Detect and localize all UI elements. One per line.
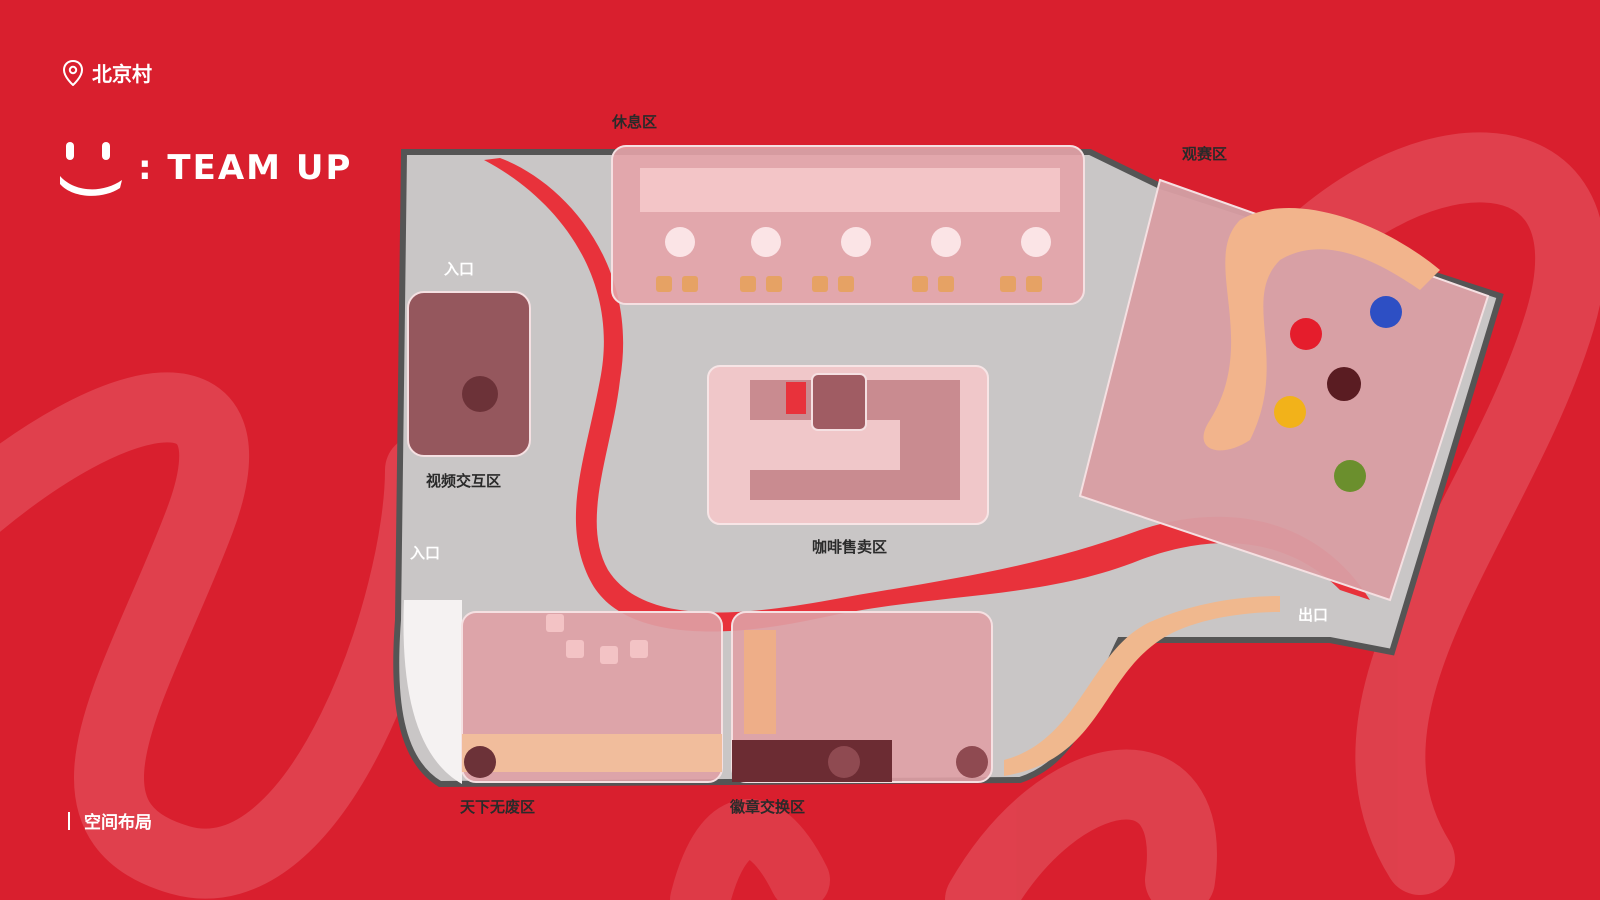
entrance-label-2: 入口 [410, 544, 440, 562]
swoosh-bottom [945, 749, 1217, 900]
rest-tables [665, 227, 1051, 257]
coffee-machine [811, 373, 867, 431]
footer-divider [68, 811, 70, 830]
no-waste-stools [546, 614, 648, 664]
no-waste-seat [464, 746, 496, 778]
swoosh-right [1225, 132, 1600, 895]
rest-zone-label: 休息区 [611, 113, 657, 131]
location-text: 北京村 [92, 62, 152, 86]
exit-bench-arc [1004, 596, 1280, 776]
video-zone [407, 291, 531, 457]
rest-sofa [640, 168, 1060, 212]
location-pin-icon [62, 59, 84, 86]
watch-zone-label: 观赛区 [1182, 145, 1227, 163]
exit-label: 出口 [1298, 606, 1328, 624]
badge-zone-label: 徽章交换区 [729, 798, 805, 816]
badge-shelf [744, 630, 776, 734]
location-header: 北京村 [62, 58, 152, 87]
rest-chairs [656, 276, 1042, 292]
no-waste-zone-label: 天下无废区 [460, 798, 535, 816]
footer-section-label: 空间布局 [68, 808, 152, 833]
smile-logo-icon [60, 142, 122, 196]
white-curve [403, 600, 462, 784]
coffee-red-block [786, 382, 806, 414]
watch-bench [1203, 208, 1440, 451]
watch-beanbags [1274, 296, 1402, 492]
footer-label-text: 空间布局 [84, 813, 152, 833]
logo-text: : TEAM UP [138, 148, 353, 188]
video-seat [462, 376, 498, 412]
badge-counter [732, 740, 892, 782]
swoosh-left [0, 372, 455, 899]
badge-seat-1 [828, 746, 860, 778]
brand-logo: : TEAM UP [58, 140, 352, 196]
video-zone-label: 视频交互区 [426, 472, 501, 490]
swoosh-bottom-mid [670, 799, 830, 900]
coffee-zone-label: 咖啡售卖区 [812, 538, 887, 556]
entrance-label-1: 入口 [444, 260, 474, 278]
badge-seat-2 [956, 746, 988, 778]
no-waste-bench [462, 734, 722, 772]
